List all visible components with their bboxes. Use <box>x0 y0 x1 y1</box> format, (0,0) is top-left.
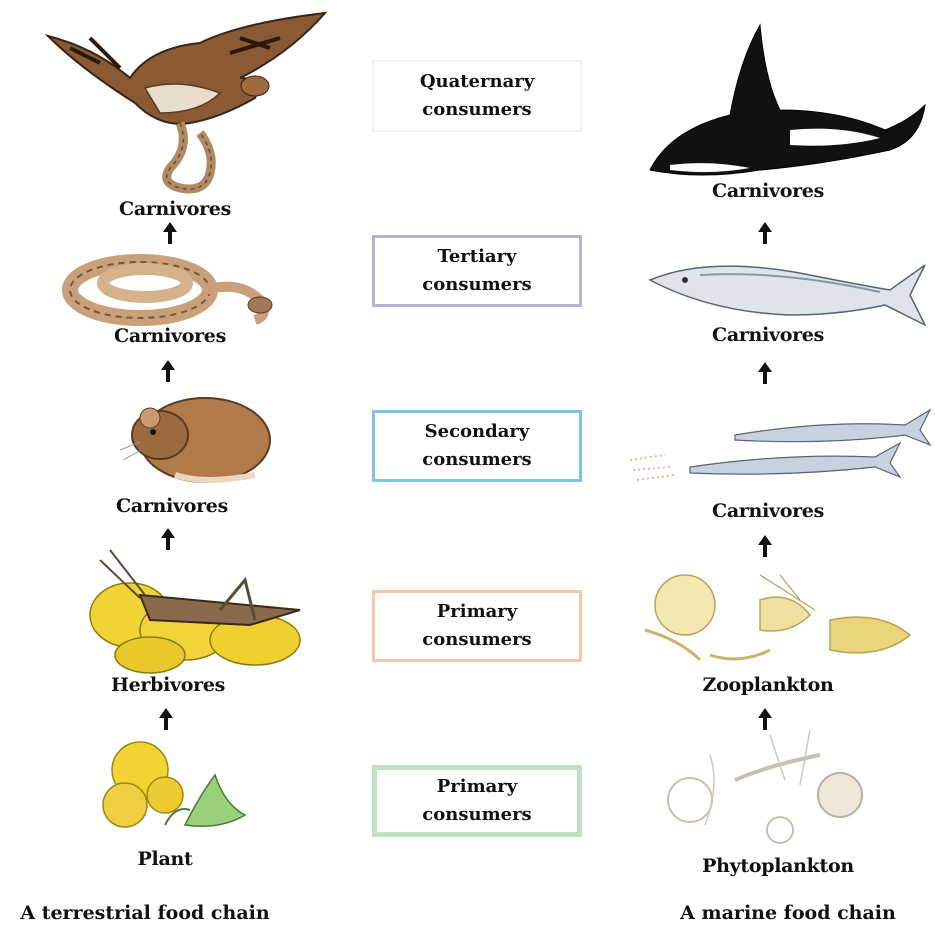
trophic-level-line1: Quaternary <box>420 68 534 96</box>
trophic-level-line2: consumers <box>422 801 531 829</box>
marine-label-2: Carnivores <box>712 324 824 346</box>
marine-label-3: Carnivores <box>712 500 824 522</box>
terrestrial-label-2: Carnivores <box>114 325 226 347</box>
up-arrow-icon <box>160 528 176 550</box>
trophic-level-tertiary: Tertiary consumers <box>372 235 582 307</box>
terrestrial-label-1: Carnivores <box>119 198 231 220</box>
trophic-level-line1: Secondary <box>425 418 530 446</box>
up-arrow-icon <box>757 222 773 244</box>
trophic-level-line1: Tertiary <box>437 243 516 271</box>
terrestrial-label-4: Herbivores <box>111 674 225 696</box>
up-arrow-icon <box>757 362 773 384</box>
trophic-level-line2: consumers <box>422 96 531 124</box>
zooplankton-illustration <box>640 570 915 670</box>
trophic-level-line2: consumers <box>422 446 531 474</box>
snake-illustration <box>55 235 280 330</box>
anchovy-illustration <box>625 405 935 490</box>
marine-caption: A marine food chain <box>680 902 896 924</box>
up-arrow-icon <box>757 535 773 557</box>
marine-label-1: Carnivores <box>712 180 824 202</box>
trophic-level-producers: Primary consumers <box>372 765 582 837</box>
terrestrial-label-5: Plant <box>138 848 193 870</box>
trophic-level-primary: Primary consumers <box>372 590 582 662</box>
mouse-illustration <box>115 380 285 490</box>
grasshopper-on-flower-illustration <box>70 540 320 675</box>
trophic-level-line2: consumers <box>422 271 531 299</box>
marine-label-5: Phytoplankton <box>702 855 854 877</box>
hawk-illustration <box>40 8 340 198</box>
up-arrow-icon <box>162 222 178 244</box>
up-arrow-icon <box>757 708 773 730</box>
plant-illustration <box>85 735 255 845</box>
trophic-level-secondary: Secondary consumers <box>372 410 582 482</box>
up-arrow-icon <box>158 708 174 730</box>
marine-label-4: Zooplankton <box>703 674 834 696</box>
phytoplankton-illustration <box>650 725 900 845</box>
trophic-level-line1: Primary <box>437 773 518 801</box>
trophic-level-quaternary: Quaternary consumers <box>372 60 582 132</box>
up-arrow-icon <box>160 360 176 382</box>
trophic-level-line2: consumers <box>422 626 531 654</box>
terrestrial-caption: A terrestrial food chain <box>20 902 269 924</box>
trophic-level-line1: Primary <box>437 598 518 626</box>
orca-illustration <box>640 20 930 185</box>
terrestrial-label-3: Carnivores <box>116 495 228 517</box>
